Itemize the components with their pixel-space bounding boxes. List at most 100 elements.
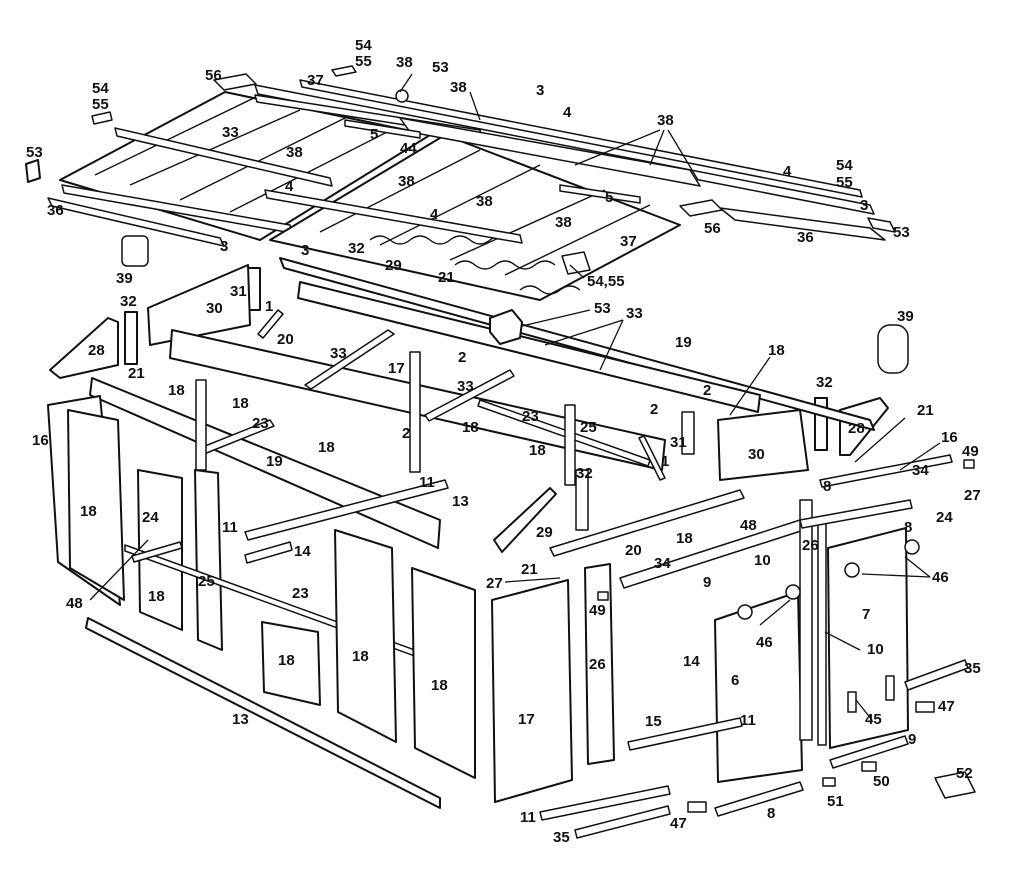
- roller-46-a: [737, 604, 753, 620]
- diagonal-brace-1: [257, 309, 284, 339]
- roller-46-b: [785, 584, 801, 600]
- callout-50: 50: [873, 773, 890, 790]
- bracket-56-top: [213, 73, 257, 91]
- handle-45-a: [847, 691, 857, 713]
- bottom-rail-35: [574, 805, 671, 839]
- stud-a: [195, 379, 207, 471]
- callout-4: 4: [563, 104, 572, 121]
- callout-10: 10: [867, 641, 884, 658]
- callout-53: 53: [893, 224, 910, 241]
- callout-38: 38: [398, 173, 415, 190]
- callout-38: 38: [555, 214, 572, 231]
- callout-27: 27: [964, 487, 981, 504]
- callout-11: 11: [419, 474, 435, 491]
- callout-14: 14: [294, 543, 311, 560]
- gable-brace-29: [493, 487, 557, 553]
- door-track-8-top: [799, 499, 913, 529]
- callout-6: 6: [731, 672, 739, 689]
- callout-54-55: 54,55: [587, 273, 625, 290]
- wall-panel-18-c: [411, 567, 476, 779]
- left-rail-14: [244, 541, 293, 564]
- callout-55: 55: [355, 53, 372, 70]
- callout-18: 18: [80, 503, 97, 520]
- panel-37-wave: [369, 235, 511, 245]
- callout-47: 47: [670, 815, 687, 832]
- roller-46-c: [844, 562, 860, 578]
- door-guide-8-bottom: [714, 781, 804, 817]
- callout-18: 18: [318, 439, 335, 456]
- callout-3: 3: [301, 242, 309, 259]
- post-31-right: [681, 411, 695, 455]
- roller-46-d: [904, 539, 920, 555]
- callout-8: 8: [823, 478, 831, 495]
- callout-48: 48: [66, 595, 83, 612]
- diagonal-brace-1-right: [638, 435, 666, 481]
- callout-39: 39: [897, 308, 914, 325]
- callout-11: 11: [740, 712, 756, 729]
- roof-ridge-cap-4: [114, 127, 333, 187]
- gable-truss-28-left: [49, 317, 119, 379]
- door-jamb-26: [799, 499, 813, 741]
- callout-3: 3: [220, 238, 228, 255]
- callout-17: 17: [388, 360, 405, 377]
- walls: [47, 235, 976, 839]
- callout-14: 14: [683, 653, 700, 670]
- bracket-50: [861, 761, 877, 772]
- callout-18: 18: [431, 677, 448, 694]
- callout-7: 7: [862, 606, 870, 623]
- handle-45-b: [885, 675, 895, 701]
- callout-54: 54: [92, 80, 109, 97]
- callout-25: 25: [580, 419, 597, 436]
- callout-45: 45: [865, 711, 882, 728]
- rear-roof-panel: [399, 117, 701, 187]
- callout-1: 1: [265, 298, 273, 315]
- side-rail-34: [619, 519, 805, 589]
- callout-38: 38: [657, 112, 674, 129]
- callout-15: 15: [645, 713, 662, 730]
- callout-13: 13: [452, 493, 469, 510]
- callout-2: 2: [458, 349, 466, 366]
- rail-5-b: [559, 184, 641, 204]
- gable-panel-30-right: [717, 409, 809, 481]
- callout-25: 25: [198, 573, 215, 590]
- callout-38: 38: [450, 79, 467, 96]
- door-panel-6: [714, 591, 803, 783]
- callout-20: 20: [625, 542, 642, 559]
- callout-21: 21: [917, 402, 934, 419]
- callout-8: 8: [904, 519, 912, 536]
- door-track-27: [819, 454, 953, 488]
- gable-panel-30-left: [147, 264, 251, 346]
- callout-16: 16: [32, 432, 49, 449]
- brace-56-right: [679, 199, 723, 217]
- callout-32: 32: [816, 374, 833, 391]
- callout-53: 53: [432, 59, 449, 76]
- cross-brace-33-b: [424, 369, 515, 422]
- callout-38: 38: [396, 54, 413, 71]
- latch-47-right: [915, 701, 935, 713]
- callout-20: 20: [277, 331, 294, 348]
- callout-18: 18: [232, 395, 249, 412]
- callout-35: 35: [553, 829, 570, 846]
- clip-54-55-top: [331, 65, 357, 77]
- callout-30: 30: [748, 446, 765, 463]
- bolt-38-top: [395, 89, 409, 103]
- callout-2: 2: [402, 425, 410, 442]
- callout-35: 35: [964, 660, 981, 677]
- callout-18: 18: [462, 419, 479, 436]
- wall-panel-26-front: [584, 563, 615, 765]
- callout-54: 54: [836, 157, 853, 174]
- ridge-box-53: [489, 309, 523, 345]
- stud-c: [564, 404, 576, 486]
- callout-2: 2: [703, 382, 711, 399]
- door-sill-9: [829, 735, 909, 769]
- callout-9: 9: [703, 574, 711, 591]
- callout-21: 21: [128, 365, 145, 382]
- stud-b: [409, 351, 421, 473]
- callout-5: 5: [370, 126, 378, 143]
- callout-18: 18: [148, 588, 165, 605]
- callout-23: 23: [292, 585, 309, 602]
- callout-18: 18: [676, 530, 693, 547]
- callout-33: 33: [457, 378, 474, 395]
- wall-panel-18-b: [334, 529, 397, 743]
